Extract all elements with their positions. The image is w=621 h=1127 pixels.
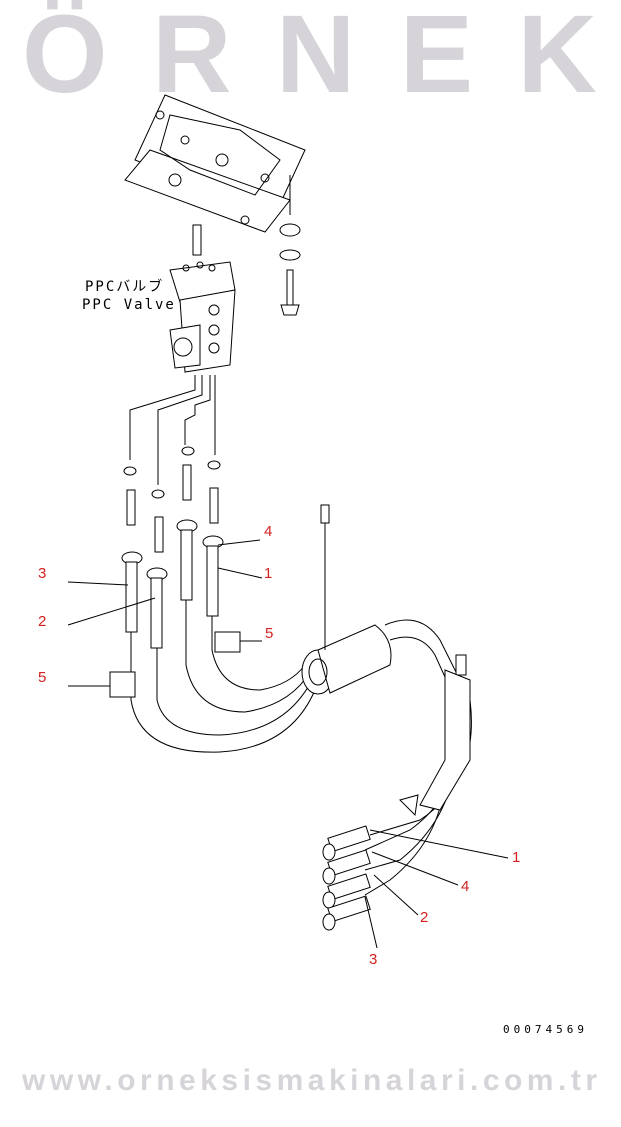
- fittings: [123, 446, 221, 553]
- valve-label-en: PPC Valve: [82, 297, 176, 313]
- callout-5: 5: [265, 625, 273, 642]
- drawing-number: 00074569: [503, 1023, 588, 1036]
- callout-5: 5: [38, 669, 46, 686]
- valve-label-jp: PPCバルブ: [85, 278, 164, 295]
- callout-1: 1: [512, 849, 520, 866]
- cover-plate: [124, 94, 306, 233]
- callout-4: 4: [461, 878, 469, 895]
- callout-2: 2: [420, 909, 428, 926]
- leader-lines: [67, 539, 509, 949]
- callout-4: 4: [264, 523, 272, 540]
- mount-bolt: [279, 175, 301, 316]
- callout-2: 2: [38, 613, 46, 630]
- ppc-valve: [129, 224, 236, 485]
- hose-ends-lower: [322, 825, 371, 931]
- callout-3: 3: [369, 951, 377, 968]
- hose-bracket: [399, 654, 471, 817]
- hose-ends-upper: [121, 519, 224, 649]
- callout-1: 1: [264, 565, 272, 582]
- watermark-url: www.orneksismakinalari.com.tr: [21, 1064, 597, 1097]
- callout-3: 3: [38, 565, 46, 582]
- watermark-brand: ÖRNEK: [22, 0, 597, 116]
- hose-bundle: [109, 504, 472, 896]
